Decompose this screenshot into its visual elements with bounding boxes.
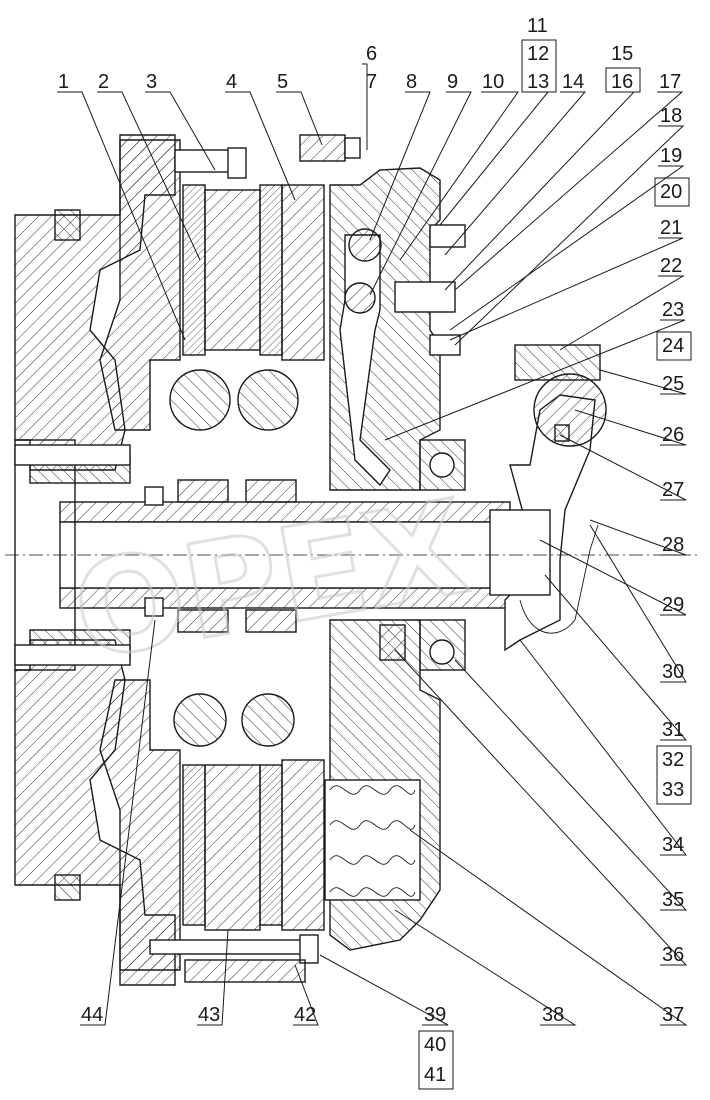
callout-group-frames (418, 39, 692, 1090)
callout-10: 10 (482, 71, 504, 93)
callout-8: 8 (406, 71, 417, 93)
callout-22: 22 (660, 255, 682, 277)
callout-36: 36 (662, 944, 684, 966)
flywheel (99, 139, 181, 971)
callout-1: 1 (58, 71, 69, 93)
callout-43: 43 (198, 1004, 220, 1026)
callout-13: 13 (527, 71, 549, 93)
callout-23: 23 (662, 299, 684, 321)
callout-19: 19 (660, 145, 682, 167)
callout-29: 29 (662, 594, 684, 616)
callout-32: 32 (662, 749, 684, 771)
driven-disc-lower (173, 609, 325, 931)
callout-41: 41 (424, 1064, 446, 1086)
callout-14: 14 (562, 71, 584, 93)
callout-17: 17 (659, 71, 681, 93)
callout-7: 7 (366, 71, 377, 93)
callout-15: 15 (611, 43, 633, 65)
callout-21: 21 (660, 217, 682, 239)
callout-38: 38 (542, 1004, 564, 1026)
callout-40: 40 (424, 1034, 446, 1056)
callout-6: 6 (366, 43, 377, 65)
callout-18: 18 (660, 105, 682, 127)
callout-2: 2 (98, 71, 109, 93)
driven-disc-upper (169, 184, 325, 503)
callout-30: 30 (662, 661, 684, 683)
release-bearing (379, 439, 466, 671)
callout-12: 12 (527, 43, 549, 65)
callout-16: 16 (611, 71, 633, 93)
callout-39: 39 (424, 1004, 446, 1026)
callout-35: 35 (662, 889, 684, 911)
callout-26: 26 (662, 424, 684, 446)
pressure-spring (324, 779, 421, 901)
callout-33: 33 (662, 779, 684, 801)
callout-11: 11 (527, 15, 548, 37)
callout-44: 44 (81, 1004, 103, 1026)
callout-9: 9 (447, 71, 458, 93)
callout-labels: 1 2 3 4 5 6 7 8 9 10 11 12 13 14 15 16 1… (58, 15, 684, 1086)
callout-3: 3 (146, 71, 157, 93)
callout-4: 4 (226, 71, 237, 93)
callout-27: 27 (662, 479, 684, 501)
callout-25: 25 (662, 373, 684, 395)
callout-24: 24 (662, 335, 684, 357)
callout-28: 28 (662, 534, 684, 556)
callout-34: 34 (662, 834, 684, 856)
release-lever (339, 228, 456, 487)
callout-20: 20 (660, 181, 682, 203)
callout-37: 37 (662, 1004, 684, 1026)
callout-42: 42 (294, 1004, 316, 1026)
callout-5: 5 (277, 71, 288, 93)
housing-bolts (14, 134, 466, 983)
release-fork (489, 344, 607, 652)
callout-31: 31 (662, 719, 684, 741)
